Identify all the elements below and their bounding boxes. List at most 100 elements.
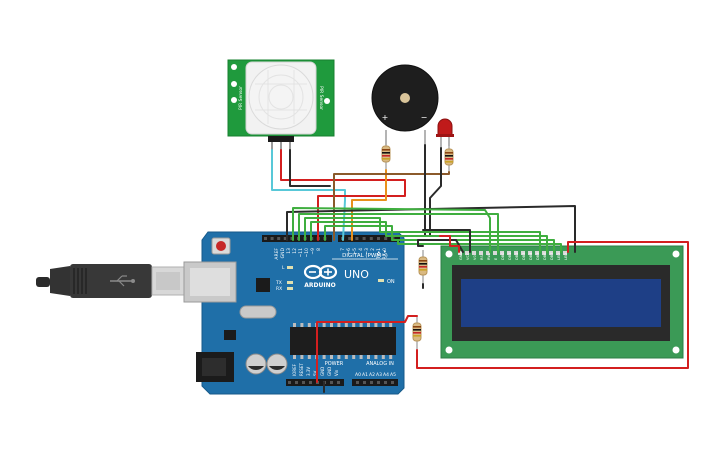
chip-pin bbox=[381, 323, 385, 327]
chip-pin bbox=[330, 323, 333, 327]
wire-lcd-db7 bbox=[397, 239, 562, 253]
analog-label: ANALOG IN bbox=[366, 361, 394, 367]
wire-lcd-led bbox=[439, 235, 460, 253]
header-hole bbox=[369, 237, 373, 240]
pin-label: IOREF bbox=[292, 363, 297, 376]
reset-button-cap[interactable] bbox=[216, 241, 226, 251]
pin-label: RX◂0 bbox=[382, 248, 388, 259]
usb-strain-relief bbox=[50, 266, 70, 296]
chip-pin bbox=[337, 323, 341, 327]
pin-label: ~3 bbox=[364, 248, 370, 255]
header-hole bbox=[264, 237, 267, 240]
header-hole bbox=[337, 381, 340, 384]
arduino-model: UNO bbox=[344, 268, 369, 281]
pin-label: ~6 bbox=[346, 248, 352, 255]
lcd-pin-label: GND bbox=[459, 252, 463, 260]
header-hole bbox=[330, 381, 333, 384]
header-hole bbox=[309, 381, 312, 384]
red-led bbox=[436, 118, 454, 148]
chip-pin bbox=[337, 355, 341, 359]
pir-left-label: PIR Sensor bbox=[238, 86, 244, 110]
lcd-pin-label: DB4 bbox=[529, 252, 533, 260]
resistor-lcd-contrast bbox=[418, 250, 428, 284]
header-hole bbox=[370, 381, 373, 384]
wire-led-signal bbox=[333, 171, 450, 241]
header-hole bbox=[288, 381, 291, 384]
header-hole bbox=[295, 381, 298, 384]
header-hole bbox=[384, 237, 388, 240]
buzzer-plus-label: + bbox=[382, 113, 389, 122]
header-power bbox=[286, 379, 344, 386]
wire-lcd-rw bbox=[417, 239, 464, 253]
usb-chip bbox=[256, 278, 270, 292]
lcd-pin bbox=[535, 251, 539, 255]
pin-label: 7 bbox=[340, 248, 346, 251]
on-led bbox=[378, 279, 384, 282]
capacitor-1 bbox=[245, 353, 267, 375]
header-hole bbox=[362, 237, 366, 240]
pir-dome bbox=[248, 64, 314, 130]
power-pin-labels: IOREF RESET 3.3V 5V GND GND Vin bbox=[292, 363, 339, 376]
pir-header bbox=[268, 136, 294, 142]
lcd-pin-label: V0 bbox=[473, 255, 477, 260]
header-hole bbox=[363, 381, 366, 384]
chip-pin bbox=[352, 355, 356, 359]
header-hole bbox=[377, 237, 380, 240]
lcd-pin-label: DB2 bbox=[515, 252, 519, 260]
pin-label: GND bbox=[320, 367, 325, 376]
wire-lcd-vcc bbox=[416, 241, 689, 369]
usb-cable bbox=[36, 264, 185, 298]
buzzer-minus-label: − bbox=[421, 113, 428, 122]
pin-label: 8 bbox=[316, 248, 322, 251]
lcd-pin-label: DB3 bbox=[522, 252, 526, 260]
pin-label: 12 bbox=[292, 248, 298, 254]
lcd-pin bbox=[521, 251, 525, 255]
pin-label: Vin bbox=[334, 369, 339, 376]
buzzer-center bbox=[400, 93, 410, 103]
lcd-pin bbox=[514, 251, 518, 255]
header-hole bbox=[302, 381, 305, 384]
pin-label: 4 bbox=[358, 248, 364, 251]
chip-pin bbox=[359, 355, 363, 359]
capacitor-2 bbox=[266, 353, 288, 375]
header-hole bbox=[277, 237, 281, 240]
rx-led-label: RX bbox=[276, 286, 282, 292]
chip-pin bbox=[389, 323, 393, 327]
header-hole bbox=[270, 237, 274, 240]
header-hole bbox=[348, 237, 352, 240]
pin-label: GND bbox=[280, 247, 286, 258]
pir-sensor: PIR Sensor PIR Sensor bbox=[227, 59, 335, 152]
pin-label: ~9 bbox=[310, 248, 316, 255]
chip-pin bbox=[307, 355, 311, 359]
lcd-pin bbox=[549, 251, 553, 255]
header-hole bbox=[391, 381, 394, 384]
lcd-pin-label: DB1 bbox=[508, 252, 512, 260]
chip-pin bbox=[293, 355, 296, 359]
wire-lcd-gnd bbox=[422, 229, 471, 253]
lcd-pin-label: LED bbox=[557, 253, 561, 260]
chip-pin bbox=[322, 323, 326, 327]
wires bbox=[271, 144, 689, 393]
lcd-pin bbox=[563, 251, 567, 255]
chip-pin bbox=[381, 355, 385, 359]
wire-gnd-lcd bbox=[286, 205, 576, 253]
lcd-pin bbox=[528, 251, 532, 255]
header-hole bbox=[283, 237, 287, 240]
crystal bbox=[239, 305, 277, 319]
l-led-label: L bbox=[282, 265, 285, 271]
chip-pin bbox=[389, 355, 393, 359]
top-pin-labels: AREF GND 13 12 ~11 ~10 ~9 8 7 ~6 ~5 4 ~3… bbox=[274, 247, 388, 259]
chip-pin bbox=[300, 323, 304, 327]
lcd-pin-label: DB0 bbox=[501, 252, 505, 260]
header-hole bbox=[384, 381, 387, 384]
analog-pin-labels: A0 A1 A2 A3 A4 A5 bbox=[355, 372, 396, 378]
pin-label: AREF bbox=[274, 248, 280, 260]
regulator bbox=[224, 330, 236, 340]
l-led bbox=[287, 266, 293, 269]
pin-label: A3 bbox=[376, 372, 382, 378]
arduino-logo-icon bbox=[303, 264, 338, 280]
lcd-pin bbox=[465, 251, 469, 255]
header-analog bbox=[352, 379, 398, 386]
piezo-buzzer: + − bbox=[371, 64, 439, 145]
